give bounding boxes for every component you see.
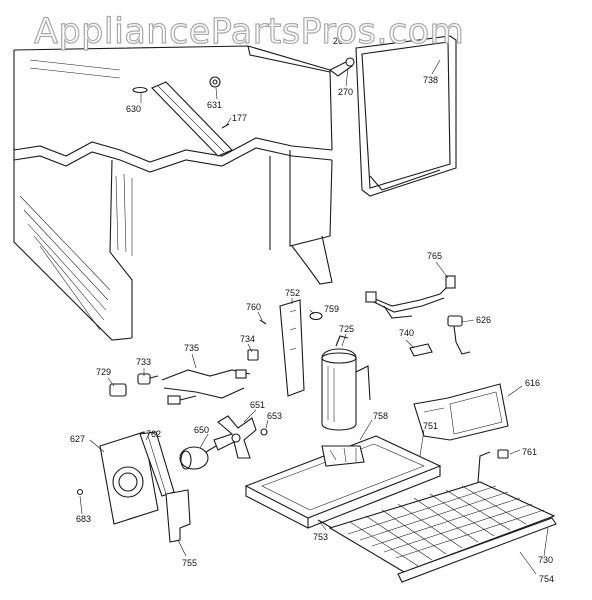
screw-683 <box>76 488 84 496</box>
fan-blade-651 <box>213 415 257 459</box>
callout-751: 751 <box>423 421 438 431</box>
cabinet-body <box>13 45 355 341</box>
callout-683: 683 <box>76 514 91 524</box>
part-626 <box>447 315 471 355</box>
callout-630: 630 <box>126 104 141 114</box>
condenser-coil-730 <box>328 451 556 573</box>
mount-758 <box>321 445 365 467</box>
drain-pan-616 <box>413 383 509 441</box>
screw-760 <box>259 319 267 325</box>
callout-753: 753 <box>313 532 328 542</box>
callout-733: 733 <box>136 357 151 367</box>
switch-734 <box>247 349 259 361</box>
callout-26: 26 <box>333 36 343 46</box>
callout-653: 653 <box>267 411 282 421</box>
part-740 <box>409 343 433 357</box>
callout-759: 759 <box>324 304 339 314</box>
callout-762: 762 <box>146 429 161 439</box>
tube-753 <box>317 519 333 529</box>
compressor-725 <box>321 335 371 431</box>
coil-bracket-754 <box>397 517 557 583</box>
callout-650: 650 <box>194 425 209 435</box>
callout-725: 725 <box>339 324 354 334</box>
wire-harness-765 <box>365 275 456 319</box>
relay-729 <box>109 383 127 397</box>
callout-626: 626 <box>476 315 491 325</box>
fan-shroud-627 <box>99 431 159 525</box>
compressor-bracket-752 <box>279 299 305 397</box>
switch-733 <box>137 373 159 385</box>
callout-631: 631 <box>207 100 222 110</box>
callout-651: 651 <box>250 400 265 410</box>
callout-752: 752 <box>285 288 300 298</box>
callout-730: 730 <box>538 555 553 565</box>
callout-734: 734 <box>240 334 255 344</box>
callout-270: 270 <box>338 87 353 97</box>
leader-lines <box>79 59 549 575</box>
callout-627: 627 <box>70 434 85 444</box>
callout-740: 740 <box>399 328 414 338</box>
callout-758: 758 <box>373 411 388 421</box>
callout-177: 177 <box>232 113 247 123</box>
callout-765: 765 <box>427 251 442 261</box>
watermark-logo: AppliancePartsPros.com <box>33 11 465 52</box>
part-761 <box>497 449 509 459</box>
wire-harness-735 <box>161 369 251 405</box>
fan-motor-650 <box>179 445 217 470</box>
part-755 <box>165 489 191 543</box>
nut-653 <box>260 428 268 436</box>
callout-616: 616 <box>525 378 540 388</box>
callout-729: 729 <box>96 367 111 377</box>
door-gasket-738 <box>355 35 457 197</box>
callout-761: 761 <box>522 447 537 457</box>
callout-755: 755 <box>182 558 197 568</box>
callout-labels: 26 630 631 177 270 738 765 752 760 759 7… <box>70 36 554 584</box>
callout-754: 754 <box>539 574 554 584</box>
callout-735: 735 <box>184 343 199 353</box>
callout-760: 760 <box>246 302 261 312</box>
callout-738: 738 <box>423 75 438 85</box>
grommet-759 <box>309 311 323 321</box>
